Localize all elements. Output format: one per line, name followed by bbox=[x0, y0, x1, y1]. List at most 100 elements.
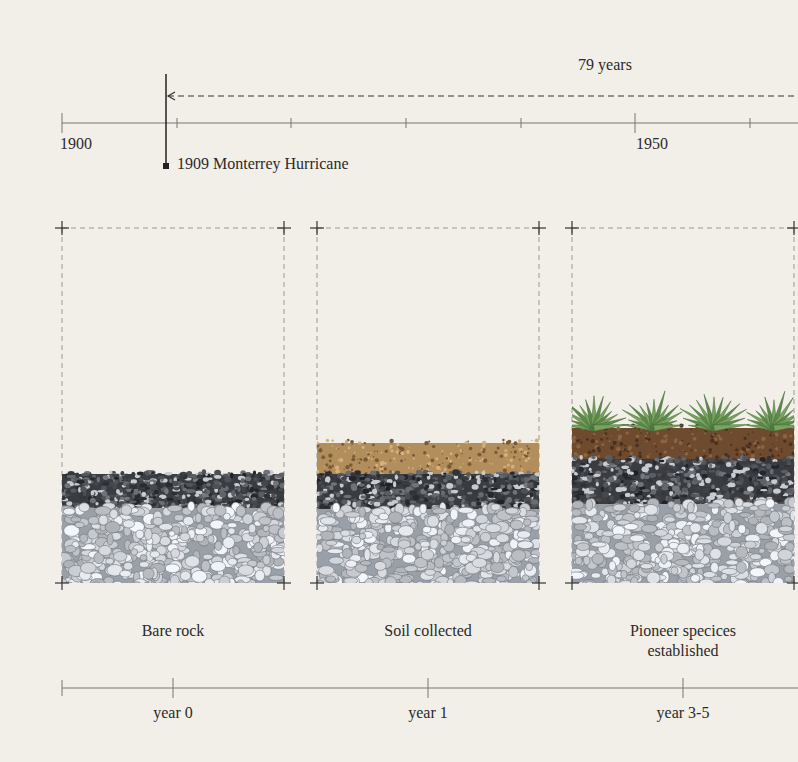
gravel-stone bbox=[529, 480, 534, 483]
gravel-stone bbox=[477, 479, 481, 485]
gravel-stone bbox=[513, 490, 518, 495]
soil-grain bbox=[392, 471, 394, 473]
pebble bbox=[255, 570, 265, 581]
soil-grain bbox=[520, 450, 522, 452]
gravel-stone bbox=[65, 490, 70, 495]
gravel-stone bbox=[214, 470, 221, 475]
pebble bbox=[228, 528, 235, 535]
soil-grain bbox=[376, 459, 378, 461]
pebble bbox=[75, 522, 84, 527]
pebble bbox=[140, 562, 149, 568]
gravel-stone bbox=[279, 497, 284, 502]
gravel-stone bbox=[254, 477, 258, 480]
gravel-stone bbox=[464, 501, 469, 504]
pebble bbox=[99, 515, 108, 525]
gravel-stone bbox=[131, 489, 138, 494]
pebble bbox=[113, 581, 122, 583]
gravel-stone bbox=[356, 500, 363, 505]
gravel-stone bbox=[179, 474, 182, 479]
soil-grain bbox=[399, 446, 403, 450]
gravel-stone bbox=[196, 487, 201, 490]
soil-grain bbox=[475, 460, 476, 461]
gravel-stone bbox=[366, 478, 370, 481]
soil-grain bbox=[459, 466, 461, 468]
pebble bbox=[238, 565, 253, 576]
soil-grain bbox=[420, 465, 421, 466]
gravel-stone bbox=[157, 480, 160, 484]
gravel-stone bbox=[106, 495, 110, 499]
pebble bbox=[136, 530, 144, 538]
soil-grain bbox=[412, 454, 415, 457]
soil-grain bbox=[514, 450, 517, 453]
pebble bbox=[196, 534, 204, 541]
pebble bbox=[124, 562, 133, 570]
pebble bbox=[99, 545, 112, 555]
soil-profile bbox=[62, 469, 284, 583]
pebble bbox=[204, 516, 212, 523]
pebble bbox=[273, 508, 284, 520]
soil-grain bbox=[445, 457, 449, 461]
gravel-stone bbox=[82, 473, 90, 476]
pebble-bed bbox=[62, 508, 284, 583]
soil-grain bbox=[390, 449, 393, 452]
soil-grain bbox=[519, 459, 521, 461]
gravel-stone bbox=[90, 477, 95, 480]
soil-grain bbox=[345, 465, 349, 469]
gravel-stone bbox=[254, 474, 258, 478]
soil-grain bbox=[527, 452, 529, 454]
gravel-stone bbox=[241, 478, 245, 484]
pebble bbox=[195, 513, 201, 522]
soil-grain bbox=[332, 446, 333, 447]
gravel-stone bbox=[506, 497, 512, 502]
soil-grain bbox=[375, 458, 379, 462]
gravel-stone bbox=[353, 498, 356, 502]
gravel-stone bbox=[325, 473, 331, 476]
soil-grain bbox=[341, 443, 344, 446]
gravel-stone bbox=[245, 498, 250, 501]
gravel-stone bbox=[130, 479, 137, 483]
gravel-stone bbox=[154, 490, 159, 495]
gravel-stone bbox=[242, 487, 246, 493]
soil-grain bbox=[334, 465, 335, 466]
gravel-stone bbox=[467, 492, 472, 495]
gravel-stone bbox=[519, 474, 526, 478]
gravel-stone bbox=[196, 491, 203, 495]
soil-grain bbox=[460, 449, 463, 452]
soil-grain bbox=[512, 446, 514, 448]
pebble bbox=[278, 527, 284, 538]
soil-grain bbox=[421, 468, 423, 470]
gravel-stone bbox=[502, 472, 508, 477]
gravel-stone bbox=[524, 477, 528, 483]
pebble bbox=[271, 547, 284, 553]
gravel-stone bbox=[438, 483, 442, 489]
gravel-stone bbox=[266, 484, 274, 490]
gravel-stone bbox=[145, 487, 150, 490]
span-arrow bbox=[168, 92, 798, 100]
gravel-stone bbox=[126, 484, 129, 489]
soil-grain bbox=[489, 463, 490, 464]
gravel-stone bbox=[476, 498, 480, 502]
soil-grain bbox=[504, 449, 507, 452]
gravel-stone bbox=[240, 470, 246, 475]
gravel-stone bbox=[416, 470, 422, 475]
soil-grain bbox=[500, 455, 504, 459]
gravel-stone bbox=[531, 499, 538, 505]
soil-grain bbox=[318, 448, 322, 452]
gravel-stone bbox=[231, 490, 235, 496]
gravel-stone bbox=[367, 484, 371, 488]
gravel-stone bbox=[80, 486, 86, 492]
soil-grain bbox=[450, 452, 453, 455]
gravel-stone bbox=[213, 480, 219, 483]
soil-grain bbox=[344, 451, 346, 453]
gravel-stone bbox=[372, 489, 377, 495]
soil-grain bbox=[360, 459, 362, 461]
pebble bbox=[140, 555, 147, 561]
gravel-stone bbox=[171, 492, 177, 495]
gravel-stone bbox=[244, 501, 249, 503]
gravel-stone bbox=[380, 491, 385, 495]
gravel-stone bbox=[477, 496, 481, 501]
soil-grain bbox=[465, 441, 468, 444]
gravel-stone bbox=[496, 472, 504, 475]
soil-grain bbox=[520, 465, 522, 467]
gravel-stone bbox=[364, 500, 367, 504]
